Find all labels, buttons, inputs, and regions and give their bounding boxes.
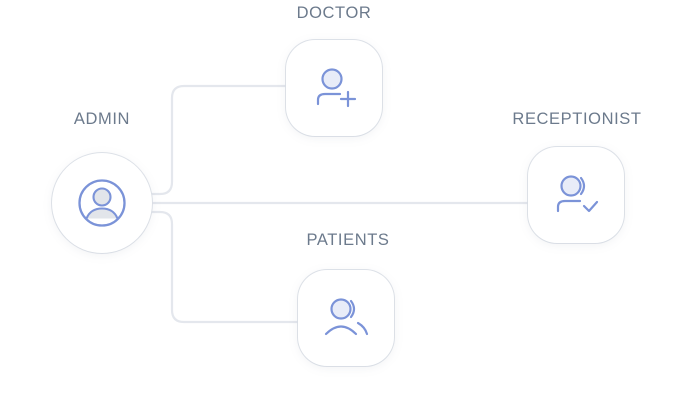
- node-admin[interactable]: ADMIN: [22, 110, 182, 260]
- node-doctor-card[interactable]: [286, 40, 382, 136]
- node-doctor-label: DOCTOR: [296, 4, 372, 22]
- node-patients[interactable]: PATIENTS: [268, 231, 428, 371]
- node-receptionist-card[interactable]: [528, 147, 624, 243]
- node-patients-card[interactable]: [298, 270, 394, 366]
- users-group-icon: [324, 298, 369, 336]
- node-doctor[interactable]: DOCTOR: [254, 0, 414, 140]
- connector-admin-patients: [150, 210, 302, 324]
- user-check-icon: [556, 175, 599, 213]
- node-receptionist-label: RECEPTIONIST: [512, 110, 642, 128]
- node-admin-card[interactable]: [52, 153, 152, 253]
- user-add-icon: [316, 68, 357, 108]
- user-circle-icon: [78, 179, 126, 227]
- connector-admin-doctor: [150, 84, 290, 196]
- node-receptionist[interactable]: RECEPTIONIST: [497, 110, 657, 255]
- node-patients-label: PATIENTS: [306, 231, 390, 249]
- node-admin-label: ADMIN: [73, 110, 131, 128]
